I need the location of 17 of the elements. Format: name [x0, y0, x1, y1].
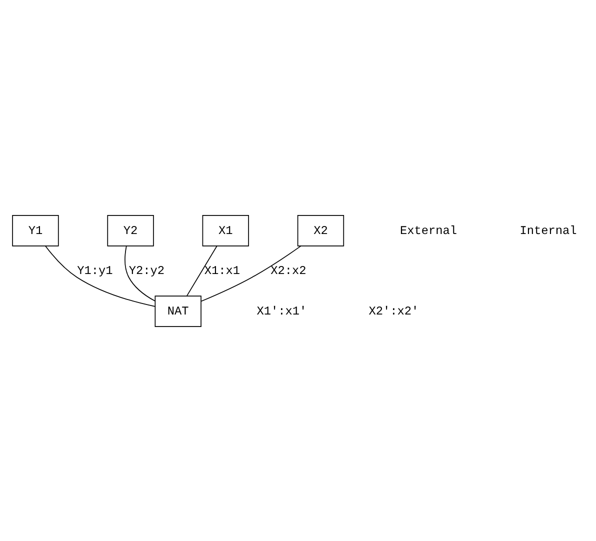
node-box: Y1 [12, 214, 59, 246]
connector [44, 245, 156, 306]
label: X1':x1' [256, 304, 307, 318]
connector [200, 245, 302, 302]
edge-label: Y1:y1 [77, 264, 113, 278]
label: Internal [520, 223, 577, 238]
label: External [400, 223, 458, 238]
node-box: X2 [297, 214, 344, 246]
node-box: Y2 [107, 214, 154, 246]
connector [186, 245, 218, 296]
edge-label: Y2:y2 [128, 264, 164, 278]
node-box: NAT [154, 295, 202, 327]
node-box: X1 [202, 214, 249, 246]
edge-label: X2:x2 [270, 264, 306, 278]
edge-label: X1:x1 [204, 264, 240, 278]
label: X2':x2' [368, 304, 419, 318]
connector [124, 245, 156, 301]
